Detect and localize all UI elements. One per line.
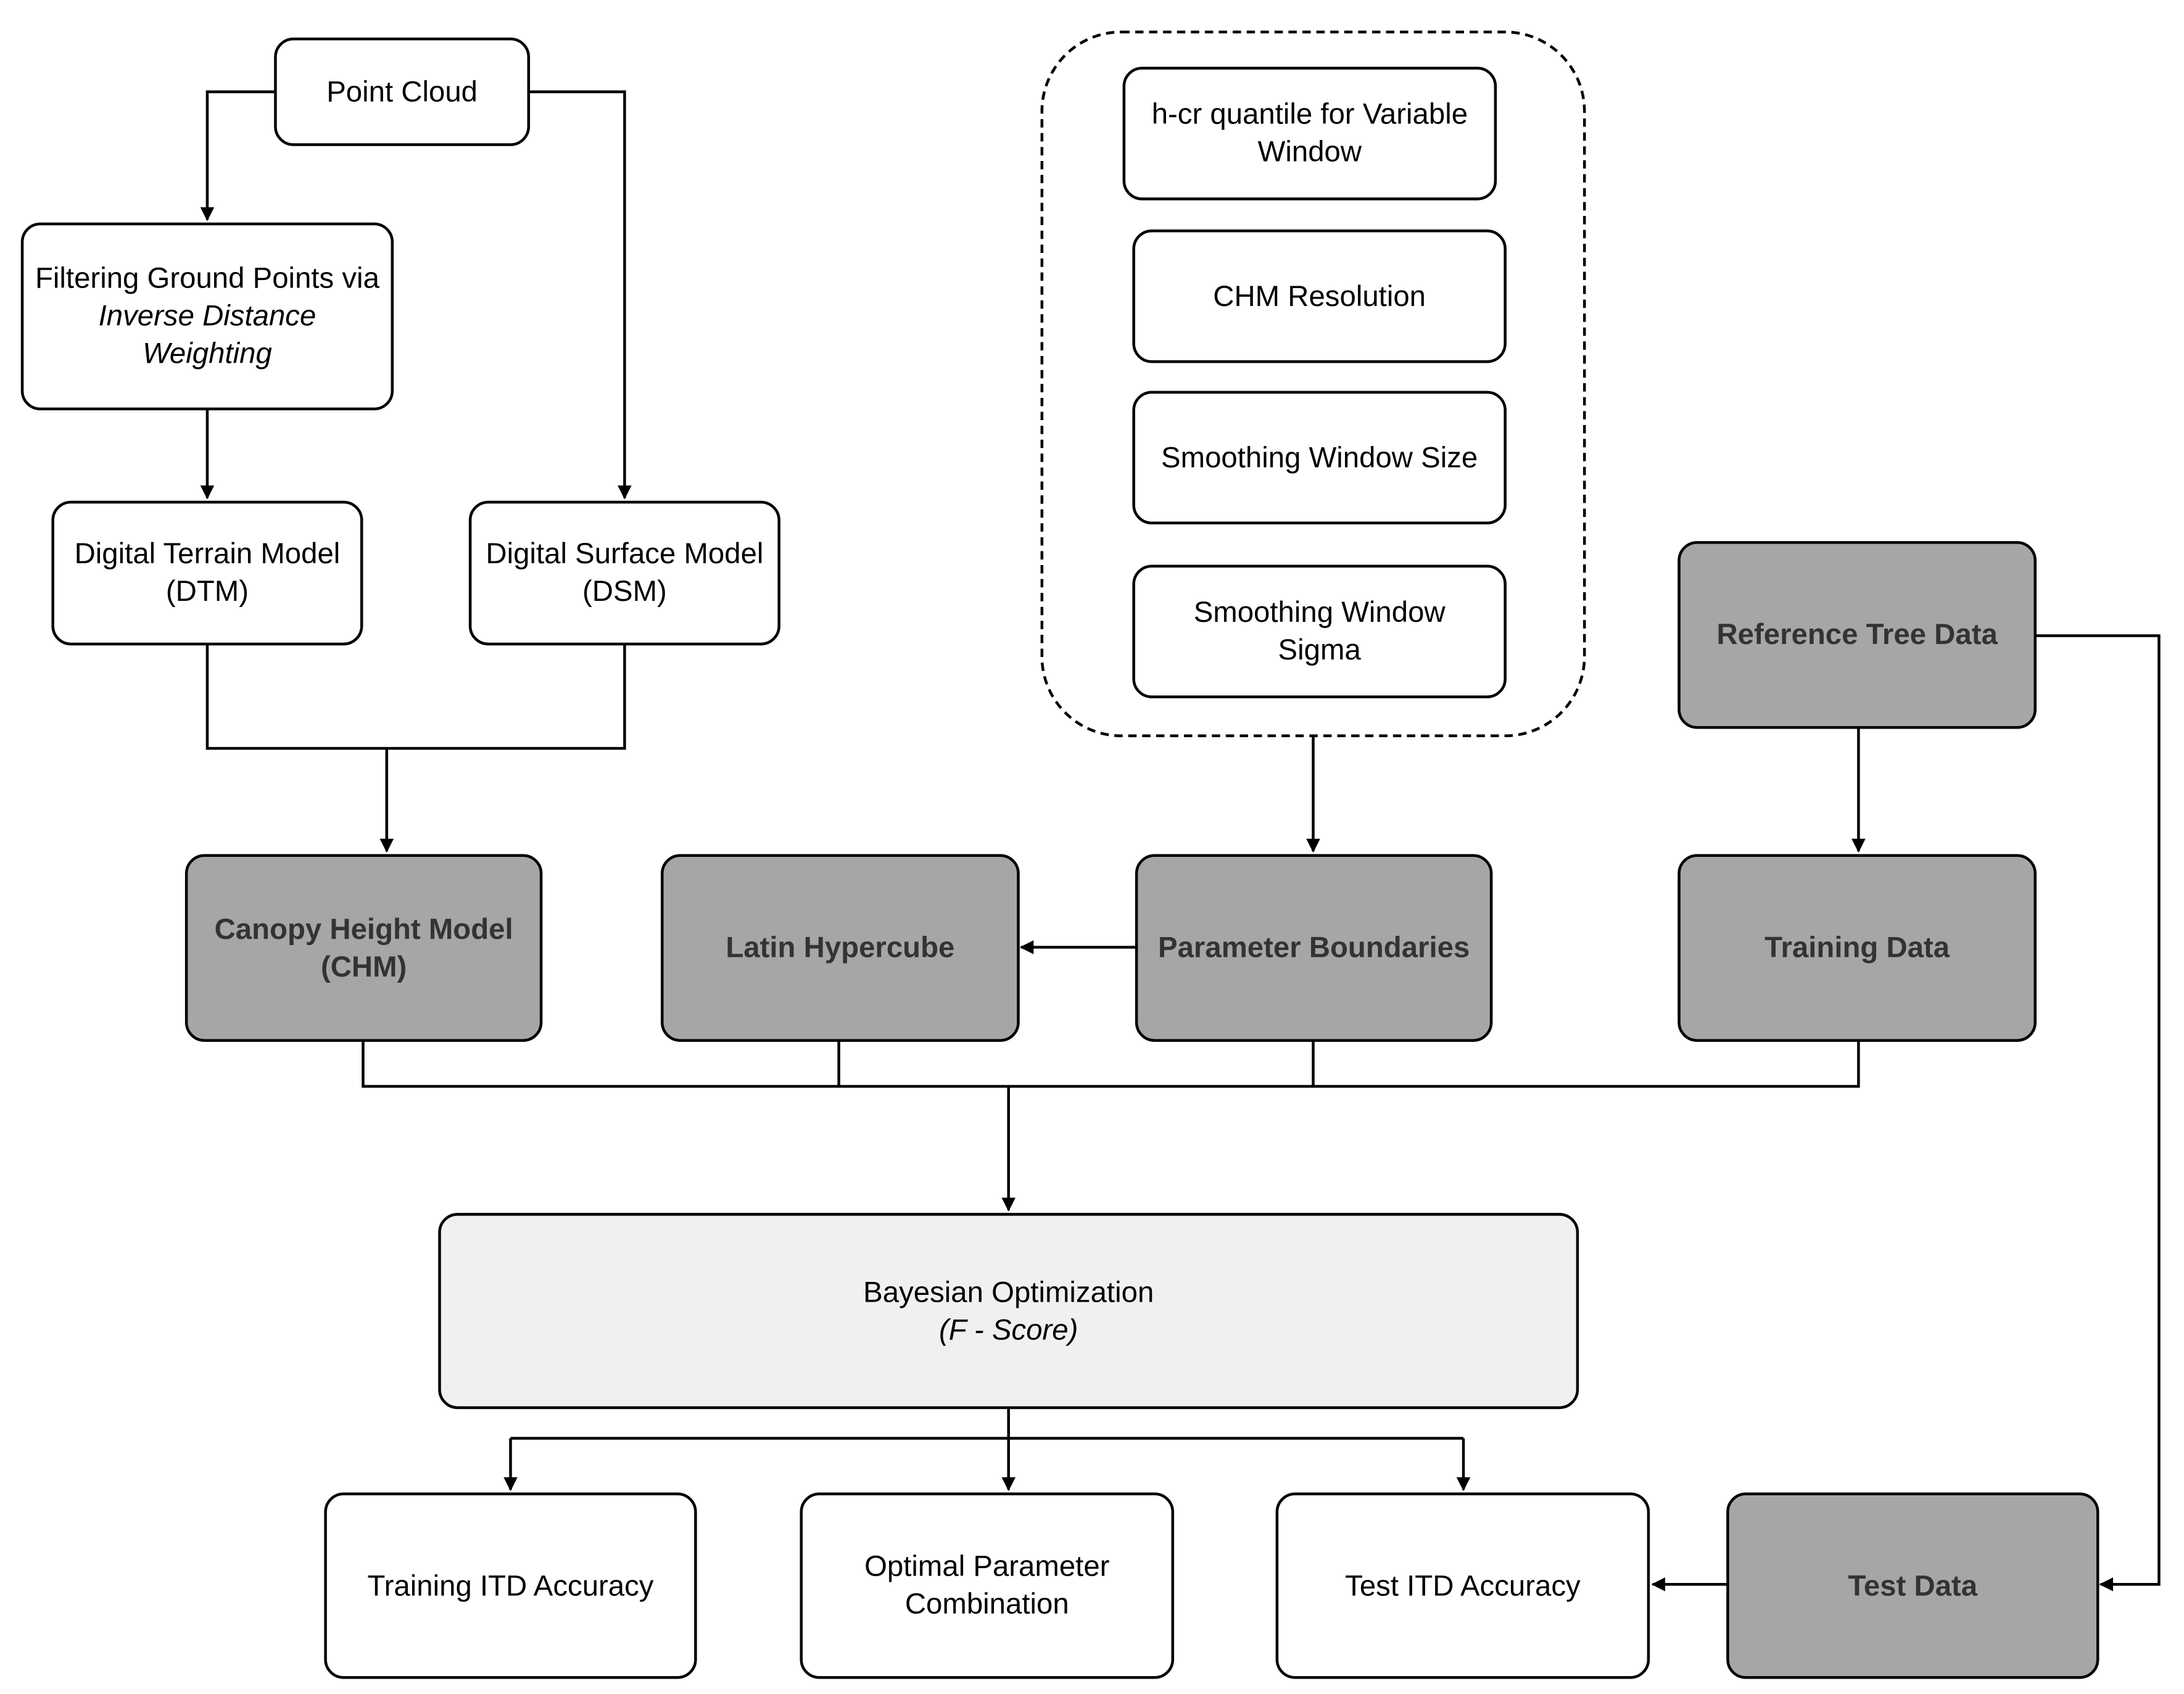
node-label: Point Cloud xyxy=(326,75,478,108)
node-label: Latin Hypercube xyxy=(726,932,955,964)
test-itd-accuracy-node: Test ITD Accuracy xyxy=(1275,1492,1650,1679)
node-label: Training Data xyxy=(1764,932,1950,964)
test-data-node: Test Data xyxy=(1726,1492,2099,1679)
edge-merge-bus xyxy=(362,1040,1860,1088)
parameter-group xyxy=(1040,30,1586,738)
edge-bayes-split xyxy=(510,1407,1464,1440)
node-label: (DSM) xyxy=(582,576,667,608)
node-label: Combination xyxy=(904,1588,1069,1621)
node-label: Training ITD Accuracy xyxy=(367,1569,654,1602)
training-itd-accuracy-node: Training ITD Accuracy xyxy=(324,1492,697,1679)
node-label: Test Data xyxy=(1848,1569,1978,1602)
node-label: Optimal Parameter xyxy=(864,1551,1110,1583)
node-label: Digital Terrain Model xyxy=(74,538,341,571)
node-label: Window xyxy=(1257,136,1362,168)
node-label: Filtering Ground Points via xyxy=(35,263,379,295)
node-label-emphasis: Inverse Distance xyxy=(98,300,316,333)
node-label: Test ITD Accuracy xyxy=(1345,1569,1581,1602)
node-label: Canopy Height Model xyxy=(214,913,513,946)
reference-tree-data-node: Reference Tree Data xyxy=(1677,541,2037,729)
hcr-quantile-node: h-cr quantile for Variable Window xyxy=(1122,67,1497,200)
node-label: Digital Surface Model xyxy=(486,538,764,571)
node-label-emphasis: Weighting xyxy=(143,337,272,370)
filtering-node: Filtering Ground Points via Inverse Dist… xyxy=(20,222,394,411)
chm-resolution-node: CHM Resolution xyxy=(1132,229,1507,363)
dsm-node: Digital Surface Model (DSM) xyxy=(468,500,780,646)
latin-hypercube-node: Latin Hypercube xyxy=(661,854,1020,1042)
node-label-emphasis: (F - Score) xyxy=(939,1313,1078,1346)
edge-dtm-junction xyxy=(205,643,626,750)
node-label: Parameter Boundaries xyxy=(1158,932,1470,964)
smoothing-window-size-node: Smoothing Window Size xyxy=(1132,390,1507,525)
node-label: Sigma xyxy=(1278,634,1361,667)
point-cloud-node: Point Cloud xyxy=(274,37,531,146)
node-label: Bayesian Optimization xyxy=(863,1276,1154,1308)
dtm-node: Digital Terrain Model (DTM) xyxy=(51,500,363,646)
node-label: Smoothing Window Size xyxy=(1161,441,1478,474)
edge-reftree-testdata xyxy=(2037,634,2161,1592)
node-label: Smoothing Window xyxy=(1193,597,1446,629)
smoothing-window-sigma-node: Smoothing Window Sigma xyxy=(1132,564,1507,698)
optimal-parameter-combination-node: Optimal Parameter Combination xyxy=(800,1492,1175,1679)
edge-pointcloud-dsm xyxy=(530,90,632,500)
node-label: h-cr quantile for Variable xyxy=(1151,99,1468,131)
bayesian-optimization-node: Bayesian Optimization (F - Score) xyxy=(438,1213,1579,1410)
node-label: (DTM) xyxy=(165,576,249,608)
edge-pointcloud-filtering xyxy=(200,90,275,221)
node-label: Reference Tree Data xyxy=(1716,619,1998,651)
canopy-height-model-node: Canopy Height Model (CHM) xyxy=(184,854,543,1042)
parameter-boundaries-node: Parameter Boundaries xyxy=(1135,854,1493,1042)
training-data-node: Training Data xyxy=(1677,854,2037,1042)
node-label: (CHM) xyxy=(320,951,407,983)
node-label: CHM Resolution xyxy=(1213,280,1426,313)
